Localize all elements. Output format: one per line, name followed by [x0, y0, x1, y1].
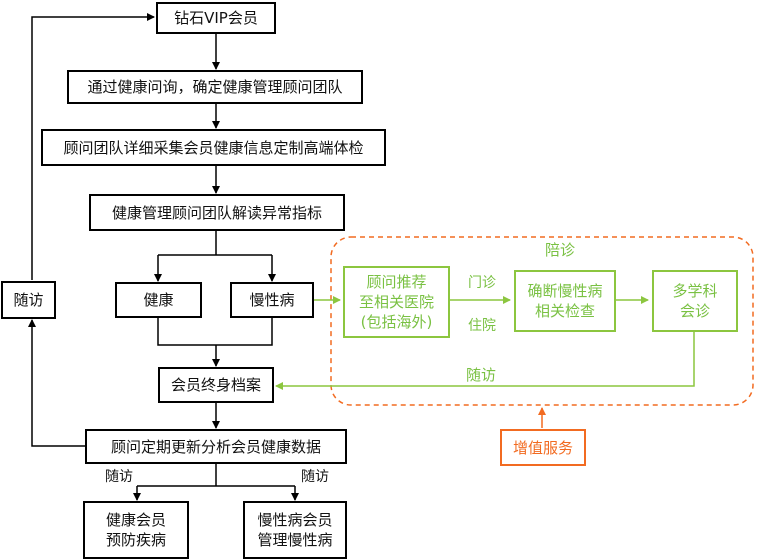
recommend-line2: 至相关医院: [358, 293, 434, 311]
revisit-label-a: 随访: [105, 469, 133, 485]
vip-member-label: 钻石VIP会员: [174, 9, 258, 27]
diagnose-box: 确断慢性病 相关检查: [514, 270, 616, 332]
multi-box: 多学科 会诊: [652, 270, 738, 332]
chronic-member-box: 慢性病会员 管理慢性病: [243, 501, 347, 559]
revisit-left-box: 随访: [1, 281, 56, 319]
recommend-line3: (包括海外): [360, 313, 433, 331]
merge-healthy: [157, 317, 273, 346]
chronic-label: 慢性病: [249, 291, 295, 309]
arrow-multi-archive: [275, 332, 695, 390]
chronic-member-line1: 慢性病会员: [257, 511, 333, 529]
diagnose-line1: 确断慢性病: [527, 282, 603, 300]
chronic-member-line2: 管理慢性病: [257, 531, 333, 549]
multi-text: 多学科 会诊: [672, 281, 717, 321]
interpret-box: 健康管理顾问团队解读异常指标: [89, 194, 345, 231]
recommend-text: 顾问推荐 至相关医院 (包括海外): [359, 272, 434, 332]
healthy-label: 健康: [143, 291, 174, 309]
chronic-member-text: 慢性病会员 管理慢性病: [257, 510, 332, 550]
recommend-line1: 顾问推荐: [366, 273, 427, 291]
revisit-left-label: 随访: [13, 291, 44, 309]
multi-line2: 会诊: [679, 302, 710, 320]
interpret-label: 健康管理顾问团队解读异常指标: [111, 203, 322, 222]
archive-label: 会员终身档案: [170, 376, 261, 394]
archive-box: 会员终身档案: [158, 367, 274, 403]
loop-top: [31, 13, 155, 280]
value-added-service-label: 增值服务: [512, 439, 573, 457]
value-added-region: [330, 236, 754, 406]
update-label: 顾问定期更新分析会员健康数据: [110, 437, 321, 456]
consult-box: 通过健康问询，确定健康管理顾问团队: [67, 70, 363, 104]
revisit-label-b: 随访: [301, 469, 329, 485]
consult-label: 通过健康问询，确定健康管理顾问团队: [87, 78, 343, 96]
recommend-box: 顾问推荐 至相关医院 (包括海外): [343, 266, 450, 338]
vip-member-box: 钻石VIP会员: [156, 2, 276, 34]
loop-bottom: [28, 319, 85, 447]
healthy-member-line1: 健康会员: [105, 511, 166, 529]
green-revisit-label: 随访: [466, 366, 497, 384]
update-box: 顾问定期更新分析会员健康数据: [85, 429, 347, 464]
exam-label: 顾问团队详细采集会员健康信息定制高端体检: [63, 138, 364, 157]
chronic-box: 慢性病: [230, 282, 314, 318]
diagnose-line2: 相关检查: [534, 302, 595, 320]
exam-box: 顾问团队详细采集会员健康信息定制高端体检: [41, 129, 386, 166]
healthy-member-box: 健康会员 预防疾病: [83, 501, 189, 559]
escort-title: 陪诊: [545, 241, 576, 259]
healthy-box: 健康: [115, 282, 202, 318]
healthy-member-line2: 预防疾病: [105, 531, 166, 549]
value-added-service-box: 增值服务: [500, 429, 586, 466]
outpatient-label: 门诊: [468, 275, 496, 291]
healthy-member-text: 健康会员 预防疾病: [106, 510, 166, 550]
multi-line1: 多学科: [672, 282, 718, 300]
diagnose-text: 确断慢性病 相关检查: [527, 281, 602, 321]
inpatient-label: 住院: [468, 318, 496, 334]
